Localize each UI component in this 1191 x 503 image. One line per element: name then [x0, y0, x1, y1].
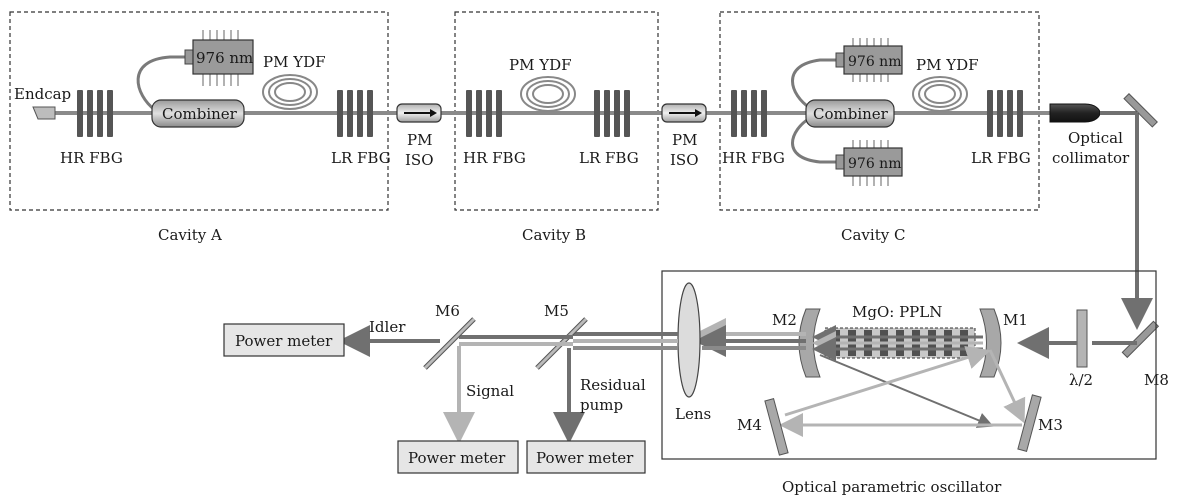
pump-fiber-c-bottom [791, 116, 836, 164]
power-meter-pump: Power meter [526, 440, 646, 474]
m1-label: M1 [1003, 311, 1028, 329]
iso-2-line1: PM [672, 131, 697, 149]
m3-label: M3 [1038, 416, 1063, 434]
m6-label: M6 [435, 302, 460, 320]
cavity-b-caption: Cavity B [522, 226, 586, 244]
power-meter-idler-label: Power meter [235, 332, 333, 350]
mirror-m4 [764, 398, 789, 456]
pm-ydf-a-label: PM YDF [263, 53, 326, 71]
pump-fiber-c-top [791, 58, 836, 110]
pm-isolator-2 [661, 103, 707, 123]
signal-label: Signal [466, 382, 514, 400]
crystal-label: MgO: PPLN [852, 303, 942, 321]
opo-caption: Optical parametric oscillator [782, 478, 1002, 496]
combiner-c-label: Combiner [813, 105, 889, 123]
hr-fbg-c-label: HR FBG [722, 149, 785, 167]
m2-label: M2 [772, 311, 797, 329]
ydf-coil-b [520, 76, 576, 112]
lr-fbg-a-label: LR FBG [331, 149, 391, 167]
endcap-label: Endcap [14, 85, 71, 103]
combiner-c: Combiner [805, 99, 895, 128]
cavity-c-caption: Cavity C [841, 226, 905, 244]
pump-diode-a: 976 nm [184, 30, 254, 86]
lens [677, 282, 701, 398]
half-wave-plate [1076, 309, 1088, 368]
combiner-a: Combiner [151, 99, 245, 128]
residual-line2: pump [580, 396, 623, 414]
lr-fbg-b [594, 90, 630, 137]
lr-fbg-c-label: LR FBG [971, 149, 1031, 167]
lr-fbg-a [337, 90, 373, 137]
mirror-m8 [1121, 320, 1160, 359]
endcap-icon [32, 106, 56, 120]
hr-fbg-b [466, 90, 502, 137]
pm-ydf-c-label: PM YDF [916, 56, 979, 74]
pump-a-label: 976 nm [196, 49, 253, 67]
residual-line1: Residual [580, 376, 646, 394]
lens-label: Lens [675, 405, 711, 423]
hr-fbg-b-label: HR FBG [463, 149, 526, 167]
m4-label: M4 [737, 416, 762, 434]
hr-fbg-a-label: HR FBG [60, 149, 123, 167]
iso-1-line1: PM [407, 131, 432, 149]
pm-isolator-1 [396, 103, 442, 123]
combiner-a-label: Combiner [162, 105, 238, 123]
waveplate-label: λ/2 [1069, 371, 1093, 389]
ydf-coil-a [262, 74, 318, 110]
m5-label: M5 [544, 302, 569, 320]
hr-fbg-c [731, 90, 767, 137]
mirror-m3 [1017, 394, 1042, 452]
power-meter-signal-label: Power meter [408, 449, 506, 467]
pump-fiber-a [136, 55, 185, 112]
collimator-line2: collimator [1052, 149, 1130, 167]
pm-ydf-b-label: PM YDF [509, 56, 572, 74]
power-meter-pump-label: Power meter [536, 449, 634, 467]
hr-fbg-a [77, 90, 113, 137]
pump-diode-c-top: 976 nm [835, 38, 903, 82]
power-meter-idler: Power meter [223, 323, 345, 357]
optical-collimator [1049, 103, 1101, 123]
power-meter-signal: Power meter [397, 440, 519, 474]
opo-box [661, 270, 1157, 460]
ydf-coil-c [912, 76, 968, 112]
lr-fbg-b-label: LR FBG [579, 149, 639, 167]
lr-fbg-c [987, 90, 1023, 137]
idler-label: Idler [369, 318, 406, 336]
iso-2-line2: ISO [670, 151, 699, 169]
pump-c-bottom-label: 976 nm [848, 156, 901, 172]
pump-diode-c-bottom: 976 nm [835, 140, 903, 186]
top-fold-mirror [1123, 93, 1158, 128]
pump-c-top-label: 976 nm [848, 54, 901, 70]
cavity-a-caption: Cavity A [158, 226, 222, 244]
iso-1-line2: ISO [405, 151, 434, 169]
collimator-line1: Optical [1068, 129, 1123, 147]
